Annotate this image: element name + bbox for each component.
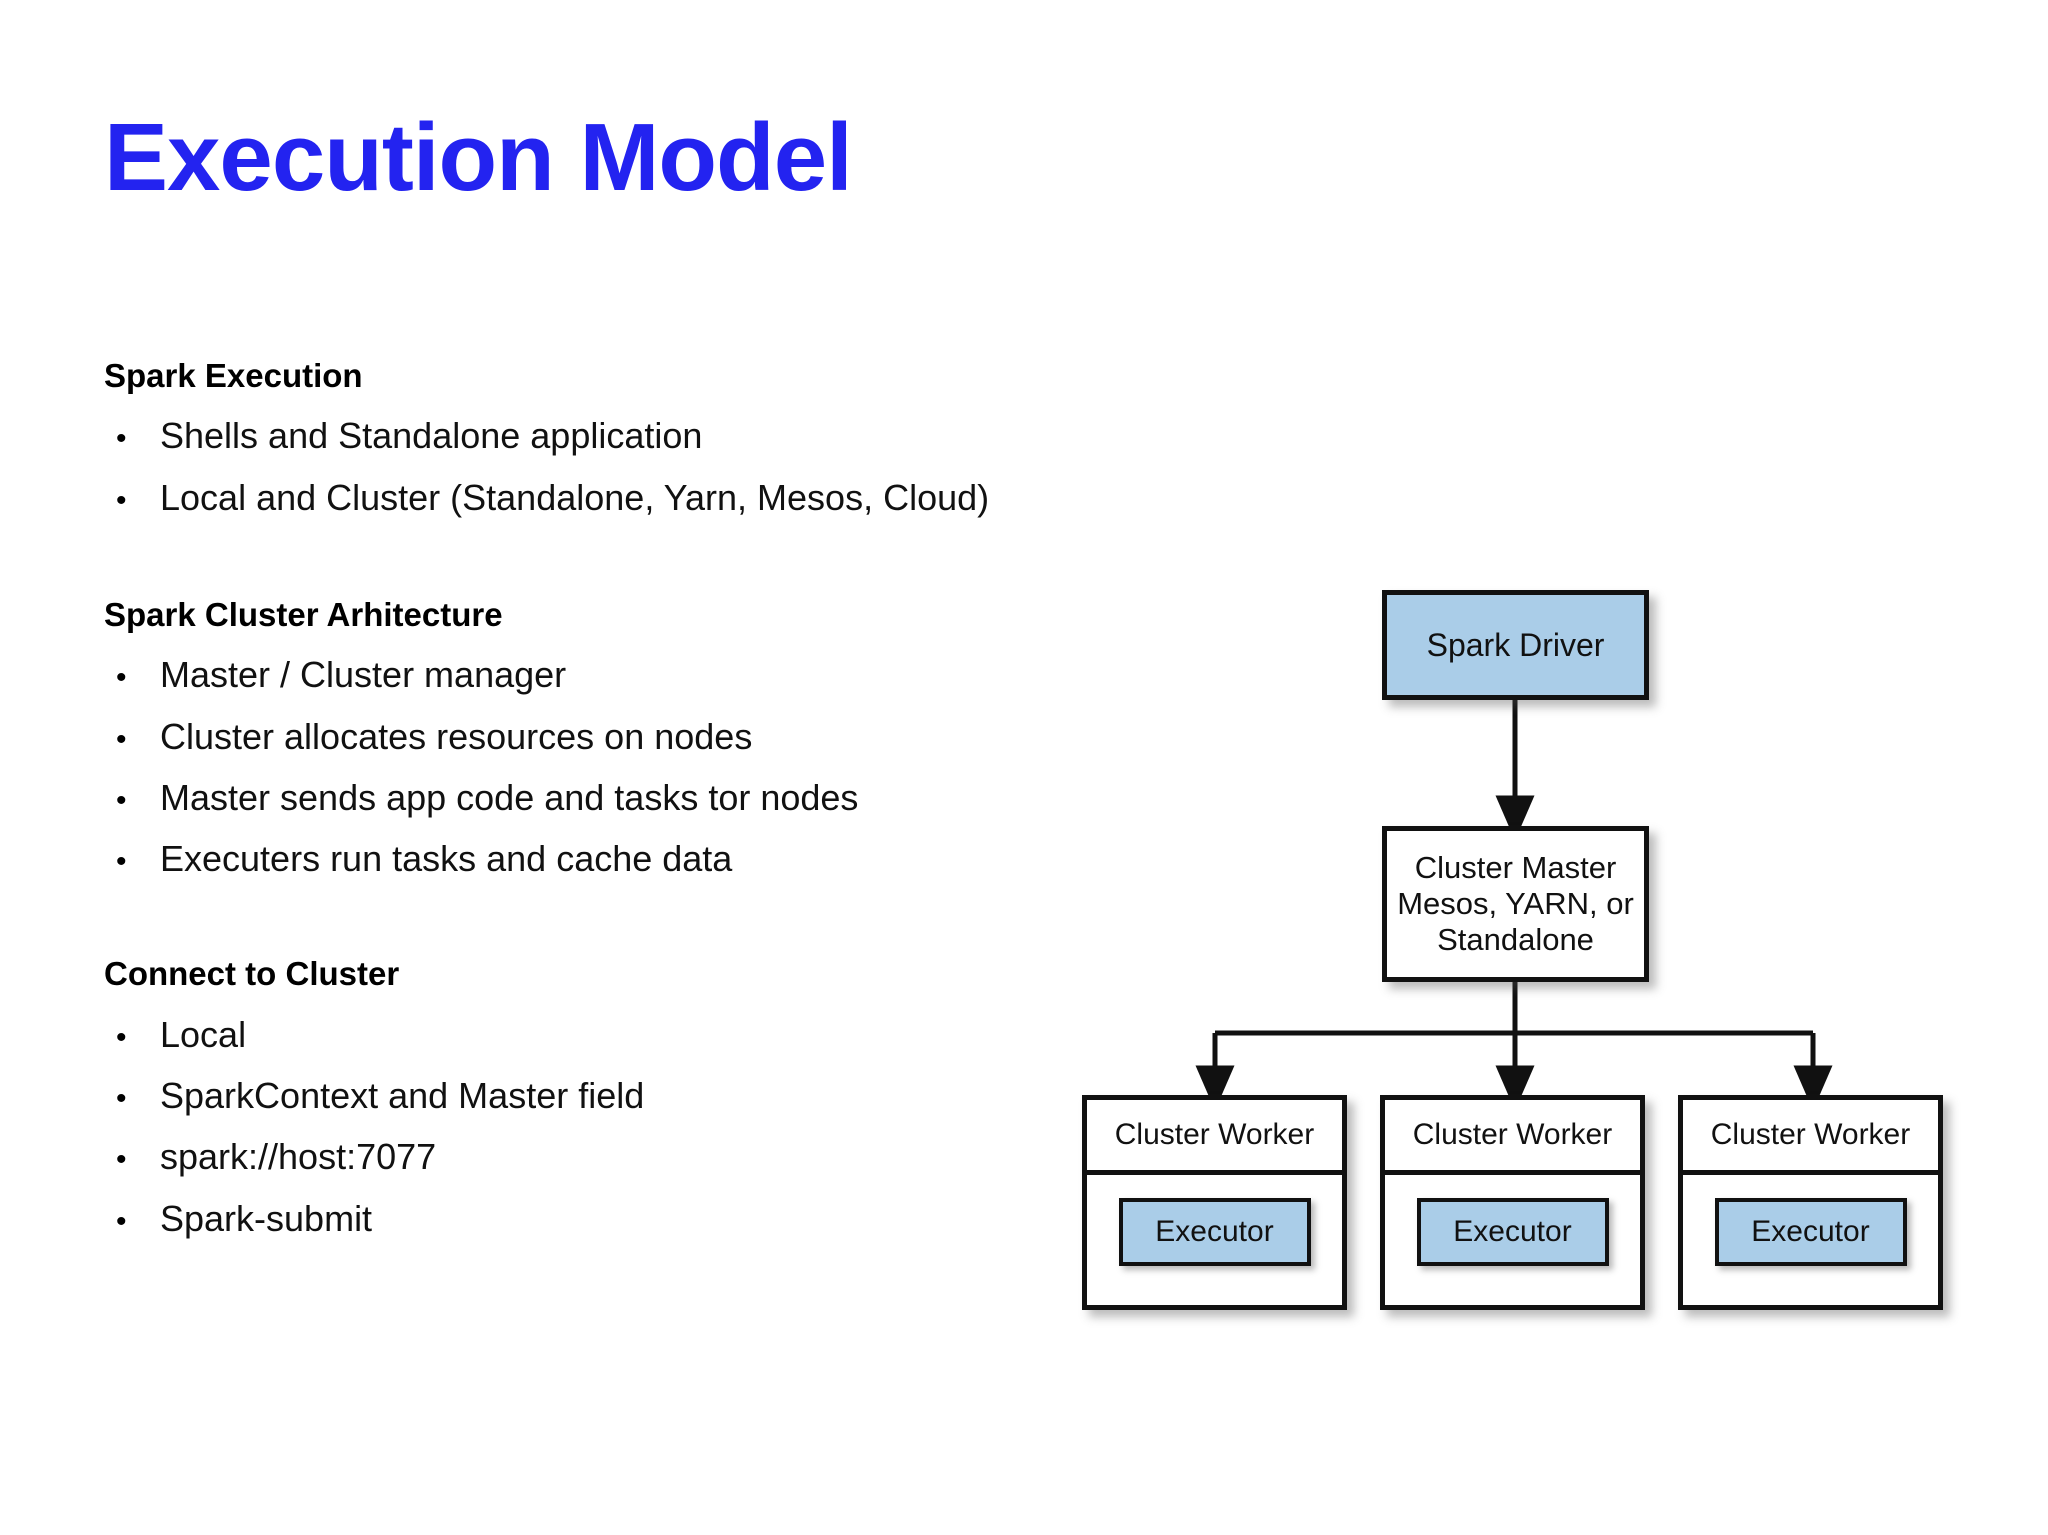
list-item: • Executers run tasks and cache data xyxy=(104,838,1104,880)
bullet-dot-icon: • xyxy=(116,1020,127,1054)
node-cluster-worker-body: Executor xyxy=(1385,1175,1640,1305)
bullet-dot-icon: • xyxy=(116,661,127,695)
bullet-dot-icon: • xyxy=(116,422,127,456)
node-cluster-master-line-3: Standalone xyxy=(1437,921,1594,957)
list-item-label: spark://host:7077 xyxy=(160,1136,437,1178)
section-spark-execution: Spark Execution • Shells and Standalone … xyxy=(104,357,1104,518)
section-heading: Spark Cluster Arhitecture xyxy=(104,595,503,633)
bullet-dot-icon: • xyxy=(116,783,127,817)
node-cluster-worker: Cluster Worker Executor xyxy=(1082,1095,1347,1310)
node-cluster-worker-body: Executor xyxy=(1087,1175,1342,1305)
list-item: • spark://host:7077 xyxy=(104,1136,1104,1178)
list-item: • Shells and Standalone application xyxy=(104,415,1104,457)
section-spacer xyxy=(104,539,1104,597)
list-item-label: Spark-submit xyxy=(160,1197,373,1239)
bullet-list: • Master / Cluster manager • Cluster all… xyxy=(104,654,1104,880)
list-item: • Master / Cluster manager xyxy=(104,654,1104,696)
list-item-label: Master / Cluster manager xyxy=(160,654,567,696)
bullet-dot-icon: • xyxy=(116,1204,127,1238)
bullet-list: • Local • SparkContext and Master field … xyxy=(104,1013,1104,1239)
node-spark-driver-label: Spark Driver xyxy=(1426,626,1605,663)
node-cluster-master-line-1: Cluster Master xyxy=(1414,850,1617,886)
bullet-dot-icon: • xyxy=(116,722,127,756)
bullet-dot-icon: • xyxy=(116,1143,127,1177)
list-item: • SparkContext and Master field xyxy=(104,1075,1104,1117)
list-item: • Cluster allocates resources on nodes xyxy=(104,715,1104,757)
list-item: • Local and Cluster (Standalone, Yarn, M… xyxy=(104,476,1104,518)
node-cluster-worker: Cluster Worker Executor xyxy=(1678,1095,1943,1310)
bullet-list: • Shells and Standalone application • Lo… xyxy=(104,415,1104,518)
content-column: Spark Execution • Shells and Standalone … xyxy=(104,357,1104,1260)
list-item-label: SparkContext and Master field xyxy=(160,1075,645,1117)
node-cluster-worker-title: Cluster Worker xyxy=(1385,1100,1640,1175)
bullet-dot-icon: • xyxy=(116,845,127,879)
list-item: • Spark-submit xyxy=(104,1197,1104,1239)
list-item: • Master sends app code and tasks tor no… xyxy=(104,776,1104,818)
section-spark-cluster-architecture: Spark Cluster Arhitecture • Master / Clu… xyxy=(104,595,1104,880)
list-item-label: Local and Cluster (Standalone, Yarn, Mes… xyxy=(160,476,990,518)
list-item-label: Local xyxy=(160,1013,247,1055)
node-spark-driver: Spark Driver xyxy=(1382,590,1649,700)
bullet-dot-icon: • xyxy=(116,483,127,517)
list-item-label: Shells and Standalone application xyxy=(160,415,703,457)
list-item: • Local xyxy=(104,1013,1104,1055)
list-item-label: Master sends app code and tasks tor node… xyxy=(160,776,859,818)
node-cluster-worker-title: Cluster Worker xyxy=(1087,1100,1342,1175)
list-item-label: Executers run tasks and cache data xyxy=(160,838,733,880)
bullet-dot-icon: • xyxy=(116,1082,127,1116)
section-spacer xyxy=(104,900,1104,956)
list-item-label: Cluster allocates resources on nodes xyxy=(160,715,753,757)
section-heading: Connect to Cluster xyxy=(104,955,400,993)
node-cluster-worker-title: Cluster Worker xyxy=(1683,1100,1938,1175)
section-heading: Spark Execution xyxy=(104,357,363,394)
page-title: Execution Model xyxy=(104,104,853,211)
section-connect-to-cluster: Connect to Cluster • Local • SparkContex… xyxy=(104,956,1104,1239)
node-cluster-worker: Cluster Worker Executor xyxy=(1380,1095,1645,1310)
node-cluster-master: Cluster Master Mesos, YARN, or Standalon… xyxy=(1382,826,1649,982)
spark-cluster-architecture-diagram: Spark Driver Cluster Master Mesos, YARN,… xyxy=(1060,590,2010,1330)
node-cluster-master-line-2: Mesos, YARN, or xyxy=(1397,886,1634,922)
node-executor: Executor xyxy=(1416,1198,1609,1266)
node-executor: Executor xyxy=(1714,1198,1907,1266)
node-executor: Executor xyxy=(1118,1198,1311,1266)
node-cluster-worker-body: Executor xyxy=(1683,1175,1938,1305)
